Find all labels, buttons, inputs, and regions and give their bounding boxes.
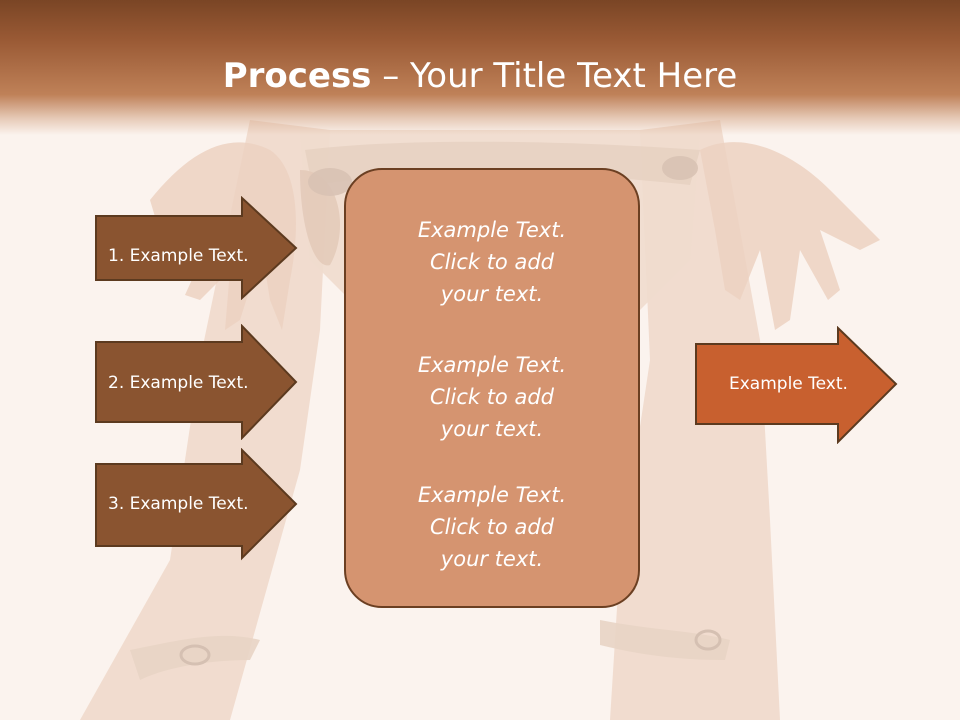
step-label-3: 3. Example Text. xyxy=(108,494,249,514)
center-text-item-1: Example Text. Click to add your text. xyxy=(346,214,638,310)
step-arrow-3[interactable]: 3. Example Text. xyxy=(94,448,300,564)
result-arrow[interactable]: Example Text. xyxy=(694,326,900,444)
title-band xyxy=(0,0,960,135)
right-arrow-shape xyxy=(695,326,898,444)
center-text-box[interactable]: Example Text. Click to add your text. Ex… xyxy=(344,168,640,608)
step-arrow-1[interactable]: 1. Example Text. xyxy=(94,196,300,300)
center-line: Example Text. xyxy=(417,483,567,507)
result-label: Example Text. xyxy=(729,374,848,394)
center-line: Click to add xyxy=(429,515,554,539)
center-line: your text. xyxy=(440,282,544,306)
center-line: Click to add xyxy=(429,385,554,409)
slide-title: Process – Your Title Text Here xyxy=(0,54,960,98)
center-line: Example Text. xyxy=(417,353,567,377)
right-arrow-shape xyxy=(95,196,298,300)
center-line: your text. xyxy=(440,417,544,441)
step-label-2: 2. Example Text. xyxy=(108,373,249,393)
step-label-1: 1. Example Text. xyxy=(108,246,249,266)
right-arrow-shape xyxy=(95,324,298,440)
title-bold: Process xyxy=(222,56,372,96)
center-line: Example Text. xyxy=(417,218,567,242)
center-line: your text. xyxy=(440,547,544,571)
title-rest: – Your Title Text Here xyxy=(371,56,738,96)
center-text-item-2: Example Text. Click to add your text. xyxy=(346,349,638,445)
step-arrow-2[interactable]: 2. Example Text. xyxy=(94,324,300,440)
center-line: Click to add xyxy=(429,250,554,274)
right-arrow-shape xyxy=(95,448,298,561)
center-text-item-3: Example Text. Click to add your text. xyxy=(346,479,638,575)
